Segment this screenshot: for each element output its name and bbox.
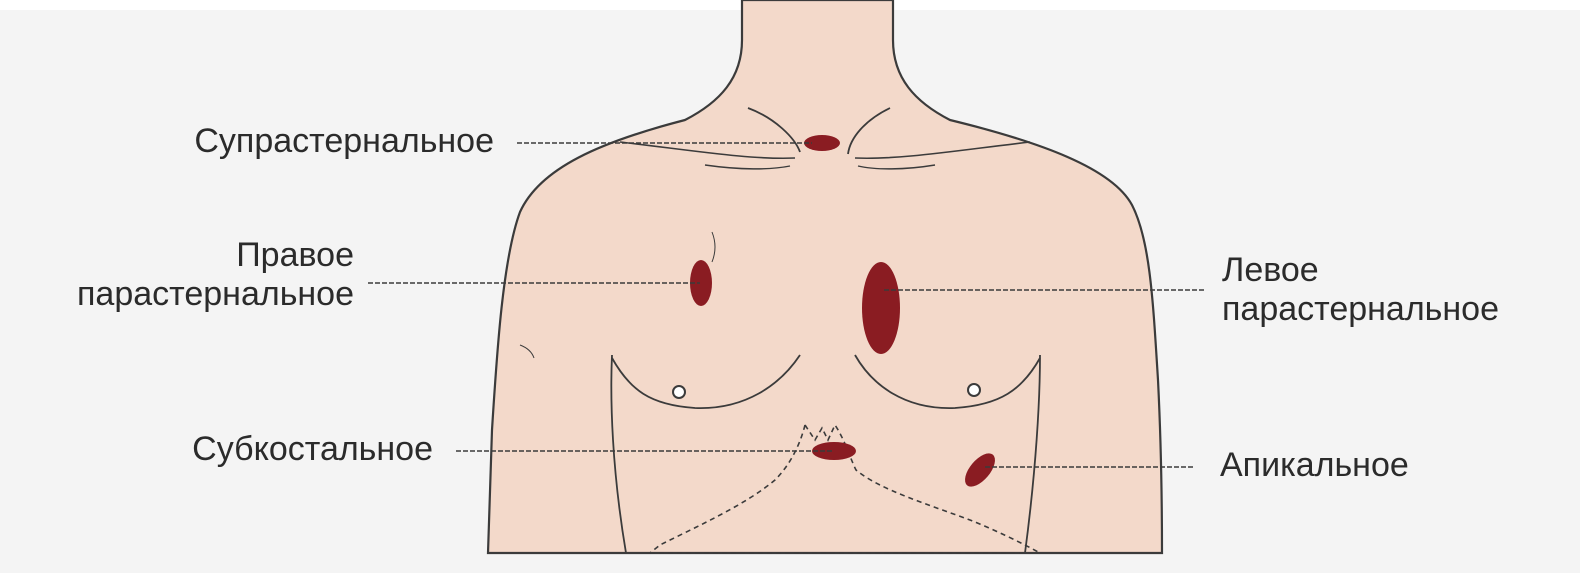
nipple-right xyxy=(968,384,980,396)
right-parasternal-label-line2: парастернальное xyxy=(77,275,354,313)
left-parasternal-label-line1: Левое xyxy=(1222,251,1319,289)
nipple-left xyxy=(673,386,685,398)
left-parasternal-label-line2: парастернальное xyxy=(1222,290,1499,328)
subcostal-label: Субкостальное xyxy=(192,430,433,468)
suprasternal-label: Супрастернальное xyxy=(194,122,494,160)
apical-label: Апикальное xyxy=(1220,446,1409,484)
suprasternal-window-marker xyxy=(804,135,840,151)
subcostal-window-marker xyxy=(812,442,856,460)
left-parasternal-window-marker xyxy=(862,262,900,354)
right-parasternal-label-line1: Правое xyxy=(236,236,354,274)
